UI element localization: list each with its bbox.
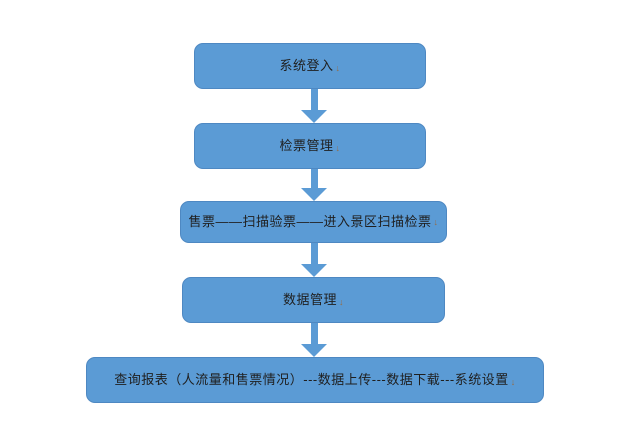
line-break-mark: ↓ [335, 143, 341, 154]
flow-node-ticket-process: 售票——扫描验票——进入景区扫描检票↓ [180, 201, 447, 243]
arrow-stem [310, 169, 318, 188]
flow-arrow-process-to-data [301, 243, 327, 277]
arrow-stem [310, 243, 318, 264]
arrow-head-down-icon [301, 344, 327, 357]
flow-arrow-data-to-reports [301, 323, 327, 357]
flow-node-label: 查询报表（人流量和售票情况）---数据上传---数据下载---系统设置 [114, 372, 509, 388]
arrow-head-down-icon [301, 264, 327, 277]
flow-node-label: 数据管理 [282, 292, 337, 308]
flow-arrow-check-to-process [301, 169, 327, 201]
line-break-mark: ↓ [335, 63, 341, 74]
line-break-mark: ↓ [510, 377, 516, 388]
flow-arrow-login-to-check [301, 89, 327, 123]
flow-node-ticket-check: 检票管理↓ [194, 123, 426, 169]
flow-node-label: 售票——扫描验票——进入景区扫描检票 [188, 214, 432, 230]
line-break-mark: ↓ [339, 297, 344, 308]
flow-node-reports-row: 查询报表（人流量和售票情况）---数据上传---数据下载---系统设置↓ [86, 357, 544, 403]
flow-node-label: 系统登入 [279, 58, 334, 74]
line-break-mark: ↓ [433, 217, 439, 228]
flow-node-data-management: 数据管理↓ [182, 277, 445, 323]
flow-node-system-login: 系统登入↓ [194, 43, 426, 89]
arrow-stem [310, 323, 318, 344]
arrow-stem [310, 89, 318, 110]
flow-node-label: 检票管理 [279, 138, 334, 154]
arrow-head-down-icon [301, 188, 327, 201]
arrow-head-down-icon [301, 110, 327, 123]
